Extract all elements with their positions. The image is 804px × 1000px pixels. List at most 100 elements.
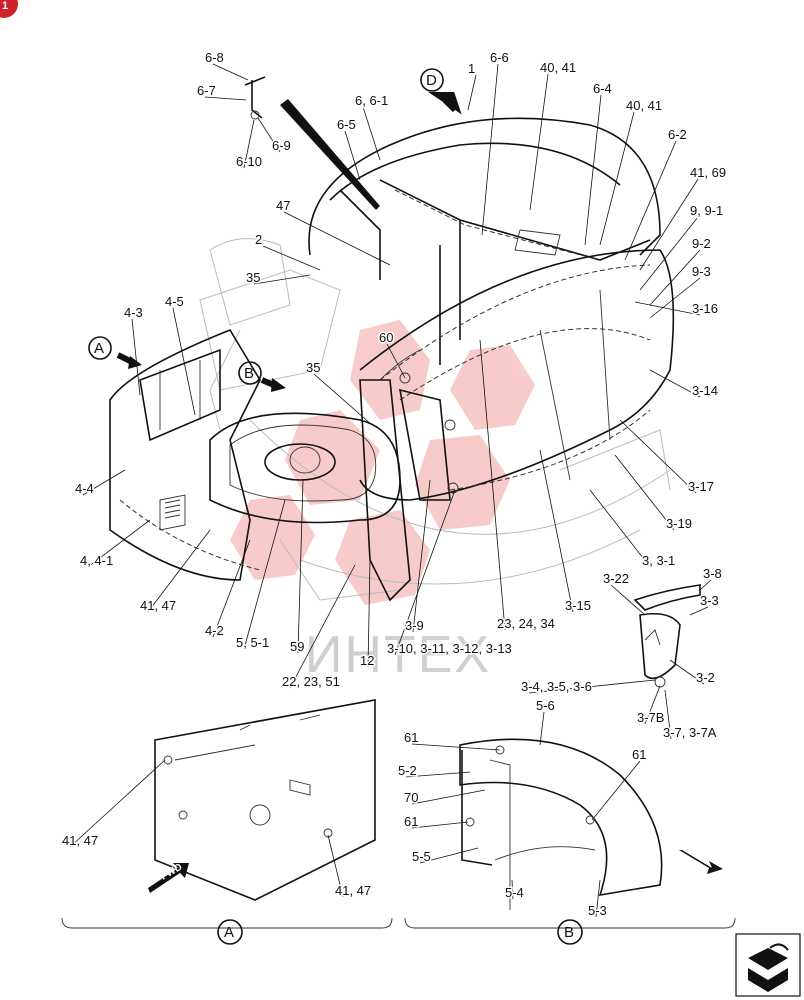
detail-label-a: A [224,924,234,941]
leader-line [619,419,697,494]
fwd-arrow-a [148,863,189,893]
callout-label: 6-4 [593,81,612,96]
callout-label: 40, 41 [626,98,662,113]
detail-b-bracket [404,917,736,929]
leader-line [669,659,705,685]
callout-label: 4, 4-1 [80,553,113,568]
leader-line [212,539,251,638]
callout-label: 6-2 [668,127,687,142]
leader-line [297,479,304,654]
view-marker-b: B [244,365,254,382]
engine-hood [308,117,661,365]
callout-label: 4-4 [75,481,94,496]
callout-label: 41, 47 [62,833,98,848]
leader-line [243,499,286,650]
leader-line [313,373,373,426]
callout-label: 47 [276,198,290,213]
detail-label-b: B [564,924,574,941]
leader-line [394,489,456,656]
leader-line [253,274,311,285]
callout-label: 5-4 [505,885,524,900]
leader-line [411,743,501,751]
leader-line [467,74,477,111]
leader-line [172,307,196,416]
next-page-icon[interactable] [735,933,801,997]
leader-line [639,216,699,291]
view-arrow-a-head [128,356,142,369]
callout-label: 3-7, 3-7A [663,725,717,740]
leader-line [204,96,247,101]
leader-line [479,339,506,631]
leader-line [649,277,701,319]
leader-line [69,759,166,848]
callout-label: 61 [632,747,646,762]
callout-label: 3-7B [637,710,664,725]
callout-label: 35 [246,270,260,285]
leader-line [262,245,321,271]
leader-line [344,130,361,181]
fwd-label-a: FWD [159,862,184,883]
background-machine [199,238,671,601]
callout-label: 6-7 [197,83,216,98]
fwd-label-b: FWD [689,844,714,864]
callout-label: 6-10 [236,154,262,169]
callout-label: 2 [255,232,262,247]
leader-line [644,685,661,725]
callout-label: 3-14 [692,383,718,398]
callout-label: 6-6 [490,50,509,65]
callout-label: 9, 9-1 [690,203,723,218]
leader-line [589,489,651,568]
callout-label: 59 [290,639,304,654]
callout-label: 4-3 [124,305,143,320]
latch-detail [633,584,701,688]
leader-line [212,63,249,81]
leader-line [327,834,344,898]
callout-label: 3-2 [696,670,715,685]
leader-line [87,519,151,568]
leader-line [689,606,709,616]
leader-line [699,579,712,591]
callout-label: 3, 3-1 [642,553,675,568]
callout-label: 3-4, 3-5, 3-6 [521,679,592,694]
callout-label: 5-6 [536,698,555,713]
leader-lines [69,63,712,918]
leader-line [599,111,635,246]
leader-line [243,119,255,169]
leader-line [131,318,141,396]
view-marker-b-circle [238,361,262,385]
leader-line [511,879,514,900]
detail-label-b-circle [557,919,583,945]
leader-line [528,679,656,694]
callout-label: 3-16 [692,301,718,316]
leader-line [257,117,281,153]
callout-label: 70 [404,790,418,805]
callout-label: 12 [360,653,374,668]
callout-label: 40, 41 [540,60,576,75]
view-marker-d: D [426,72,437,89]
center-brackets [359,349,459,602]
view-marker-a: A [94,340,104,357]
callout-label: 5-5 [412,849,431,864]
left-side-panel [109,329,261,581]
leader-line [411,821,469,829]
callout-label: 3-10, 3-11, 3-12, 3-13 [387,641,512,656]
callout-label: 3-17 [688,479,714,494]
latch-hardware [244,76,266,120]
detail-a [148,699,376,901]
leader-line [614,454,675,531]
leader-line [649,369,701,398]
callout-label: 60 [379,330,393,345]
callout-label: 41, 47 [335,883,371,898]
leader-line [610,584,646,616]
detail-b [459,738,723,910]
detail-a-bracket [61,917,393,929]
watermark-logo [230,320,535,605]
callout-label: 3-22 [603,571,629,586]
leader-line [386,343,406,379]
callout-label: 3-9 [405,618,424,633]
callout-label: 22, 23, 51 [282,674,340,689]
leader-line [405,771,471,778]
leader-line [584,94,602,246]
callout-label: 4-5 [165,294,184,309]
